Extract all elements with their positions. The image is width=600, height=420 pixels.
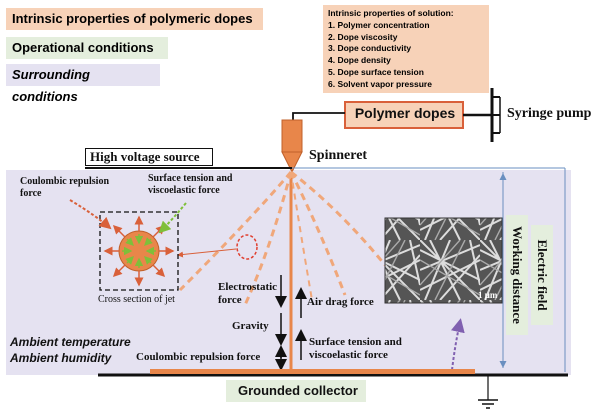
legend-surrounding-label: Surrounding conditions — [12, 67, 90, 104]
coulombic-force-label: Coulombic repulsion force — [20, 176, 109, 199]
solution-property-item: 3. Dope conductivity — [328, 43, 412, 54]
legend-surrounding: Surrounding conditions — [6, 64, 160, 104]
spinneret-tip — [281, 151, 303, 174]
surface-tension-arrows — [122, 234, 156, 268]
solution-property-item: 5. Dope surface tension — [328, 66, 424, 77]
cross-section-label: Cross section of jet — [98, 294, 175, 305]
grounded-collector-label: Grounded collector — [238, 383, 358, 398]
working-distance-box: Working distance — [506, 215, 528, 335]
solution-property-item: 4. Dope density — [328, 55, 391, 66]
legend-operational-label: Operational conditions — [12, 40, 154, 55]
deposited-fibers — [150, 369, 475, 374]
surface-tension-pointer — [158, 202, 187, 234]
cross-section-box — [99, 211, 179, 291]
air-drag-force-label: Air drag force — [307, 296, 374, 308]
dope-tube — [292, 112, 345, 120]
whipping-jet — [243, 171, 293, 306]
solution-properties-title: Intrinsic properties of solution: — [328, 8, 454, 18]
polymer-dopes-box — [344, 101, 464, 129]
high-voltage-label: High voltage source — [90, 149, 200, 164]
vapor-arrow — [451, 318, 465, 371]
legend-operational: Operational conditions — [6, 37, 168, 59]
coulombic-pointer — [69, 199, 112, 230]
syringe-pump-label: Syringe pump — [507, 106, 592, 121]
fiber-sem-image — [384, 217, 503, 304]
grounded-collector-box: Grounded collector — [226, 380, 366, 402]
solution-property-item: 6. Solvent vapor pressure — [328, 78, 432, 89]
high-voltage-box: High voltage source — [85, 148, 213, 166]
scale-label: 1 μm — [478, 290, 498, 300]
electric-field-label: Electric field — [535, 239, 550, 311]
electrostatic-force-label: Electrostatic force — [218, 281, 278, 306]
polymer-dopes-label: Polymer dopes — [354, 105, 456, 121]
spinneret-body — [281, 119, 303, 153]
jet-section-marker — [236, 234, 258, 260]
surface-tension-viscoelastic-label: Surface tension and viscoelastic force — [309, 336, 402, 361]
whipping-jet — [178, 171, 293, 292]
solution-property-item: 1. Polymer concentration — [328, 19, 430, 30]
legend-polymeric: Intrinsic properties of polymeric dopes — [6, 8, 263, 30]
surface-tension-force-label: Surface tension and viscoelastic force — [148, 173, 233, 196]
legend-polymeric-label: Intrinsic properties of polymeric dopes — [12, 11, 253, 26]
ambient-temperature-label: Ambient temperature — [10, 335, 131, 349]
ambient-humidity-label: Ambient humidity — [10, 351, 112, 365]
working-distance-label: Working distance — [510, 226, 525, 324]
whipping-jet — [290, 170, 387, 266]
gravity-label: Gravity — [232, 320, 269, 332]
electric-field-box: Electric field — [531, 225, 553, 325]
spinneret-label: Spinneret — [309, 148, 368, 163]
section-link-arrow — [177, 248, 237, 258]
solution-properties-box: Intrinsic properties of solution: 1. Pol… — [323, 5, 489, 93]
whipping-jet — [290, 171, 313, 301]
coulombic-repulsion-label: Coulombic repulsion force — [136, 351, 261, 363]
solution-property-item: 2. Dope viscosity — [328, 31, 398, 42]
whipping-jet — [289, 171, 347, 296]
